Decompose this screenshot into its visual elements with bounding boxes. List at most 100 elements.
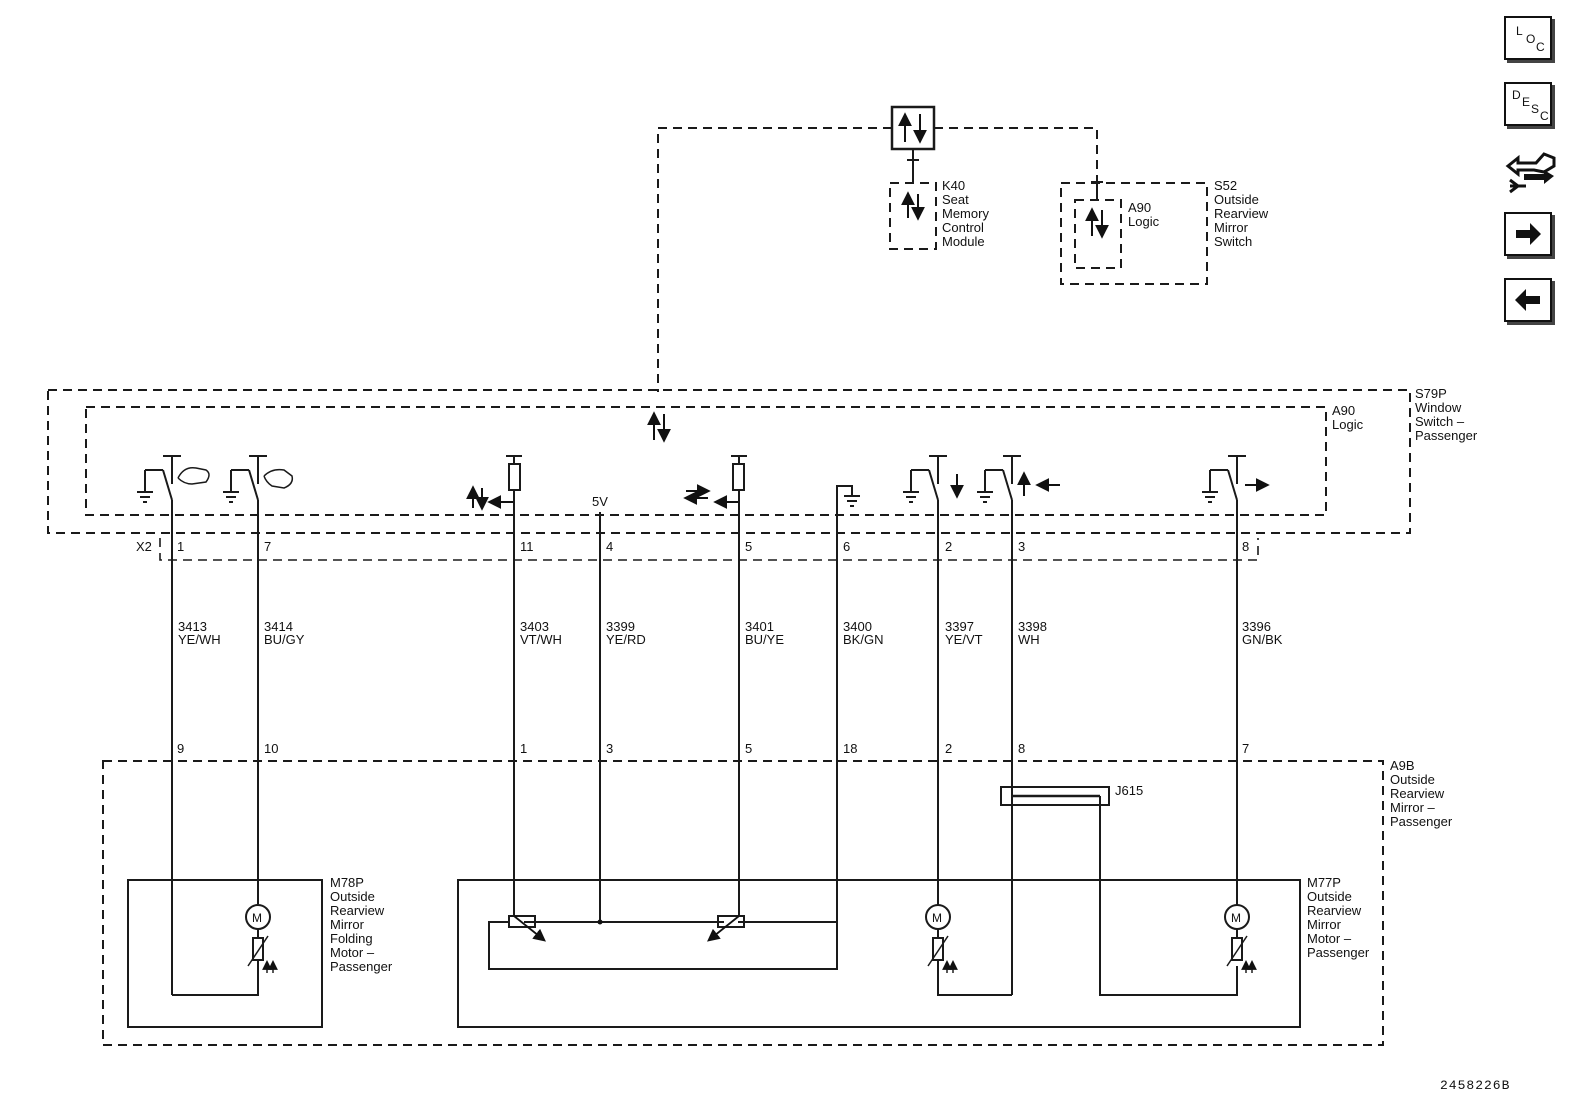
s79p-logic-label-1: A90 xyxy=(1332,403,1355,418)
pin-bottom: 18 xyxy=(843,741,857,756)
m77p-label-3: Rearview xyxy=(1307,903,1362,918)
figure-id: 2458226B xyxy=(1440,1078,1511,1093)
pin-bottom: 8 xyxy=(1018,741,1025,756)
data-splice-pack xyxy=(890,105,936,151)
circuit-number: 3403 xyxy=(520,619,549,634)
pin-top: 8 xyxy=(1242,539,1249,554)
m78p-label-5: Folding xyxy=(330,931,373,946)
k40-label-5: Module xyxy=(942,234,985,249)
pin-top: 6 xyxy=(843,539,850,554)
s52-label-2: Outside xyxy=(1214,192,1259,207)
wire-color: GN/BK xyxy=(1242,632,1283,647)
circuit-number: 3414 xyxy=(264,619,293,634)
s79p-label-1: S79P xyxy=(1415,386,1447,401)
k40-label-4: Control xyxy=(942,220,984,235)
circuit-number: 3399 xyxy=(606,619,635,634)
m77p-label-5: Motor – xyxy=(1307,931,1352,946)
s79p-logic-label-2: Logic xyxy=(1332,417,1364,432)
pin-bottom: 3 xyxy=(606,741,613,756)
s52-label-1: S52 xyxy=(1214,178,1237,193)
k40-label-3: Memory xyxy=(942,206,989,221)
wire-color: BU/GY xyxy=(264,632,305,647)
splice-label: J615 xyxy=(1115,783,1143,798)
desc-letter-c: C xyxy=(1540,109,1549,123)
pin-bottom: 7 xyxy=(1242,741,1249,756)
location-button[interactable]: L O C xyxy=(1504,16,1552,60)
circuit-number: 3413 xyxy=(178,619,207,634)
m78p-label-6: Motor – xyxy=(330,945,375,960)
desc-letter-s: S xyxy=(1531,102,1540,116)
loc-letter-o: O xyxy=(1526,32,1536,46)
m78p-label-3: Rearview xyxy=(330,903,385,918)
wire-color: BU/YE xyxy=(745,632,784,647)
wire-labels: 1 3413 YE/WH 9 7 3414 BU/GY 10 11 3403 V… xyxy=(177,539,1283,756)
s52-label-5: Switch xyxy=(1214,234,1252,249)
wire-color: VT/WH xyxy=(520,632,562,647)
m77p-mirror-motor: M M M77P Outside Rearview Mirror Motor –… xyxy=(457,536,1370,1028)
desc-letter-d: D xyxy=(1512,88,1521,102)
wire-color: YE/RD xyxy=(606,632,646,647)
m77p-label-4: Mirror xyxy=(1307,917,1342,932)
motor-symbol: M xyxy=(1231,911,1241,925)
k40-label-1: K40 xyxy=(942,178,965,193)
description-button[interactable]: D E S C xyxy=(1504,82,1552,126)
connector-view-icon[interactable] xyxy=(1504,146,1558,196)
desc-letter-e: E xyxy=(1522,95,1531,109)
s79p-label-3: Switch – xyxy=(1415,414,1465,429)
serial-data-network xyxy=(657,105,1103,392)
switch-symbols xyxy=(137,455,1270,536)
motor-symbol: M xyxy=(932,911,942,925)
circuit-number: 3398 xyxy=(1018,619,1047,634)
previous-page-button[interactable] xyxy=(1504,278,1552,322)
s79p-window-switch: A90 Logic S79P Window Switch – Passenger… xyxy=(47,386,1478,561)
next-page-button[interactable] xyxy=(1504,212,1552,256)
supply-voltage-label: 5V xyxy=(592,494,608,509)
a9b-label-1: A9B xyxy=(1390,758,1415,773)
pin-top: 11 xyxy=(520,539,534,554)
wire-color: BK/GN xyxy=(843,632,883,647)
s52-label-3: Rearview xyxy=(1214,206,1269,221)
s79p-label-2: Window xyxy=(1415,400,1462,415)
pin-bottom: 2 xyxy=(945,741,952,756)
pin-bottom: 10 xyxy=(264,741,278,756)
a9b-label-4: Mirror – xyxy=(1390,800,1436,815)
pin-bottom: 9 xyxy=(177,741,184,756)
pin-top: 1 xyxy=(177,539,184,554)
s52-label-4: Mirror xyxy=(1214,220,1249,235)
s52-logic-label-1: A90 xyxy=(1128,200,1151,215)
circuit-number: 3397 xyxy=(945,619,974,634)
a9b-label-5: Passenger xyxy=(1390,814,1453,829)
a9b-label-2: Outside xyxy=(1390,772,1435,787)
circuit-number: 3396 xyxy=(1242,619,1271,634)
pin-top: 5 xyxy=(745,539,752,554)
a9b-outside-mirror: A9B Outside Rearview Mirror – Passenger … xyxy=(102,758,1453,1046)
wire-color: YE/WH xyxy=(178,632,221,647)
circuit-number: 3400 xyxy=(843,619,872,634)
wire-color: WH xyxy=(1018,632,1040,647)
loc-letter-c: C xyxy=(1536,40,1545,54)
arrow-right-icon xyxy=(1516,223,1541,245)
wire-color: YE/VT xyxy=(945,632,983,647)
m78p-label-2: Outside xyxy=(330,889,375,904)
pin-top: 3 xyxy=(1018,539,1025,554)
motor-symbol: M xyxy=(252,911,262,925)
circuit-number: 3401 xyxy=(745,619,774,634)
s52-mirror-switch: A90 Logic S52 Outside Rearview Mirror Sw… xyxy=(1060,178,1269,285)
circuit-wires xyxy=(171,490,1238,995)
m77p-label-1: M77P xyxy=(1307,875,1341,890)
m78p-label-1: M78P xyxy=(330,875,364,890)
s52-logic-label-2: Logic xyxy=(1128,214,1160,229)
s79p-label-4: Passenger xyxy=(1415,428,1478,443)
m78p-folding-motor: M M78P Outside Rearview Mirror Folding M… xyxy=(127,875,393,1028)
m77p-label-6: Passenger xyxy=(1307,945,1370,960)
a9b-label-3: Rearview xyxy=(1390,786,1445,801)
pin-top: 4 xyxy=(606,539,613,554)
pin-top: 2 xyxy=(945,539,952,554)
m78p-label-4: Mirror xyxy=(330,917,365,932)
pin-bottom: 1 xyxy=(520,741,527,756)
k40-seat-memory-module: K40 Seat Memory Control Module xyxy=(889,178,989,250)
k40-label-2: Seat xyxy=(942,192,969,207)
m78p-label-7: Passenger xyxy=(330,959,393,974)
loc-letter-l: L xyxy=(1516,24,1523,38)
